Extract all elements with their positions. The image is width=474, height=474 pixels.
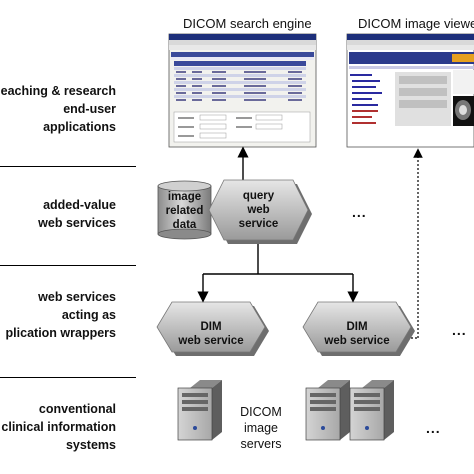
ellipsis-services: ... [352, 204, 367, 220]
layer-separator-3 [0, 377, 136, 378]
layer-label-line: applications [43, 120, 116, 134]
layer-label-line: eaching & research [0, 84, 116, 98]
image-related-data-database [157, 180, 212, 240]
layer-label-line: conventional [38, 402, 116, 416]
query-web-service-label: query web service [238, 190, 279, 230]
layer-label-wrappers: web services acting as plication wrapper… [6, 288, 116, 342]
image-viewer-caption: DICOM image viewe [358, 16, 474, 31]
layer-label-line: clinical information [1, 420, 116, 434]
image-viewer-window [346, 33, 474, 148]
layer-label-line: acting as [61, 308, 116, 322]
ellipsis-servers: ... [426, 420, 441, 436]
search-engine-caption: DICOM search engine [183, 16, 312, 31]
dim-web-service-label-1: DIM web service [178, 321, 244, 347]
dicom-server-3 [349, 380, 394, 441]
dicom-server-1 [177, 380, 222, 441]
dim-web-service-shape-2 [302, 301, 415, 356]
layer-label-line: added-value [43, 198, 116, 212]
query-web-service-shape [208, 179, 312, 244]
layer-label-line: web services [38, 216, 116, 230]
ellipsis-wrappers: ... [452, 322, 467, 338]
layer-label-line: end-user [63, 102, 116, 116]
dicom-image-servers-label: DICOM image servers [240, 405, 282, 451]
layer-label-clinical-systems: conventional clinical information system… [1, 400, 116, 454]
layer-label-line: systems [65, 438, 116, 452]
dim-web-service-shape-1 [156, 301, 269, 356]
layer-label-added-value: added-value web services [38, 196, 116, 232]
layer-label-applications: eaching & research end-user applications [1, 82, 116, 136]
connector-query-to-dims [197, 244, 359, 303]
layer-separator-1 [0, 166, 136, 167]
dicom-server-2 [305, 380, 350, 441]
layer-label-line: plication wrappers [5, 326, 116, 340]
layer-separator-2 [0, 265, 136, 266]
image-related-data-label: image related data [165, 191, 204, 231]
layer-label-line: web services [38, 290, 116, 304]
dim-web-service-label-2: DIM web service [324, 321, 390, 347]
arrow-dim-to-image-viewer [411, 148, 423, 339]
search-engine-window [168, 33, 317, 148]
